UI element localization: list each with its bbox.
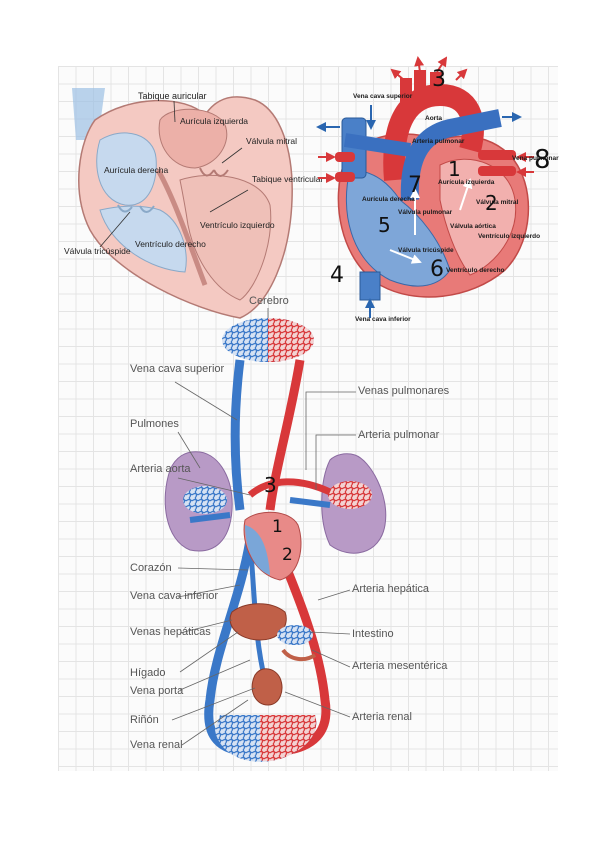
label-auricula-izquierda: Aurícula izquierda bbox=[180, 116, 248, 126]
label-c-vena-cava-superior: Vena cava superior bbox=[130, 363, 225, 375]
label-vena-cava-inferior: Vena cava inferior bbox=[355, 316, 411, 323]
intestine-capillaries bbox=[277, 625, 313, 645]
pulmonary-vein-1 bbox=[478, 150, 516, 160]
label-corazon: Corazón bbox=[130, 562, 172, 574]
inferior-vena-cava-shape bbox=[359, 271, 381, 301]
right-ventricle-shape bbox=[99, 205, 187, 273]
aorta-branch-3 bbox=[400, 78, 412, 102]
lower-capillaries-red bbox=[260, 715, 317, 762]
label-fd-ventriculo-izquierdo: Ventrículo izquierdo bbox=[478, 233, 540, 240]
label-intestino: Intestino bbox=[352, 628, 394, 640]
label-vena-porta: Vena porta bbox=[130, 685, 184, 697]
handwritten-7: 7 bbox=[408, 173, 422, 198]
label-fd-valvula-tricuspide: Válvula tricúspide bbox=[398, 247, 454, 254]
label-tabique-ventricular: Tabique ventricular bbox=[252, 174, 324, 184]
label-fd-auricula-izquierda: Aurícula izquierda bbox=[438, 179, 495, 186]
label-arteria-pulmonar: Arteria pulmonar bbox=[358, 429, 440, 441]
left-atrium-shape bbox=[158, 108, 228, 169]
handwritten-4: 4 bbox=[330, 263, 344, 288]
aorta-branch-1 bbox=[414, 70, 426, 98]
intestine-shape bbox=[281, 648, 317, 662]
left-lung-capillaries bbox=[183, 486, 227, 514]
handwritten-5: 5 bbox=[378, 213, 391, 237]
label-higado: Hígado bbox=[130, 667, 165, 679]
right-lung-capillaries bbox=[328, 481, 372, 509]
label-venas-hepaticas: Venas hepáticas bbox=[130, 626, 211, 638]
label-c-vena-cava-inferior: Vena cava inferior bbox=[130, 590, 218, 602]
kidney-shape bbox=[251, 668, 283, 706]
heart-cross-section: Tabique auricular Aurícula izquierda Vál… bbox=[64, 88, 324, 319]
label-fd-valvula-mitral: Válvula mitral bbox=[476, 199, 518, 206]
aorta-descending-vessel bbox=[270, 538, 331, 755]
label-auricula-derecha: Aurícula derecha bbox=[104, 165, 169, 175]
pulmonary-artery-right-vessel bbox=[289, 497, 331, 508]
pulmonary-vein-4 bbox=[335, 172, 355, 182]
label-cerebro: Cerebro bbox=[249, 295, 289, 307]
label-ventriculo-derecho: Ventrículo derecho bbox=[135, 239, 206, 249]
label-venas-pulmonares: Venas pulmonares bbox=[358, 385, 450, 397]
label-valvula-mitral: Válvula mitral bbox=[246, 136, 297, 146]
label-aorta: Aorta bbox=[425, 115, 442, 122]
label-arteria-hepatica: Arteria hepática bbox=[352, 583, 430, 595]
label-fd-auricula-derecha: Aurícula derecha bbox=[362, 196, 415, 203]
carotid-vessel bbox=[265, 359, 305, 511]
label-valvula-aortica: Válvula aórtica bbox=[450, 223, 496, 230]
handwritten-8: 8 bbox=[534, 145, 551, 175]
aortic-arch-vessel bbox=[247, 478, 332, 498]
label-valvula-pulmonar: Válvula pulmonar bbox=[398, 209, 453, 216]
label-vena-cava-superior: Vena cava superior bbox=[353, 93, 413, 100]
left-ventricle-shape bbox=[179, 174, 272, 301]
pulmonary-vein-3 bbox=[335, 152, 355, 162]
label-vena-renal: Vena renal bbox=[130, 739, 183, 751]
handwritten-1-top: 1 bbox=[448, 157, 461, 181]
pulmonary-artery-left-shape bbox=[343, 133, 412, 157]
label-valvula-tricuspide: Válvula tricúspide bbox=[64, 246, 131, 256]
handwritten-3: 3 bbox=[432, 67, 446, 92]
label-tabique-auricular: Tabique auricular bbox=[138, 91, 207, 101]
mitral-valve-shape bbox=[199, 167, 229, 177]
heart-right-side bbox=[245, 525, 270, 575]
handwritten-c-1: 1 bbox=[272, 517, 283, 537]
label-rinon: Riñón bbox=[130, 714, 159, 726]
left-chambers-shape bbox=[439, 158, 517, 276]
handwritten-c-2: 2 bbox=[282, 545, 293, 565]
right-chambers-shape bbox=[345, 169, 451, 287]
handwritten-2-top: 2 bbox=[485, 191, 498, 215]
brain-capillaries-red bbox=[268, 318, 314, 362]
pulmonary-artery-left-vessel bbox=[189, 512, 231, 523]
aorta-branch-2 bbox=[430, 72, 442, 98]
label-arteria-pulmonar: Arteria pulmonar bbox=[412, 138, 465, 145]
superior-vena-cava-vessel bbox=[230, 359, 245, 511]
label-vena-pulmonar: Vena pulmonar bbox=[512, 155, 559, 162]
circulation-section: Cerebro Vena cava superior Venas pulmona… bbox=[130, 295, 450, 762]
handwritten-c-3: 3 bbox=[264, 473, 277, 497]
pulmonary-artery-shape bbox=[400, 109, 502, 201]
septum-shape bbox=[155, 168, 208, 286]
label-pulmones: Pulmones bbox=[130, 418, 179, 430]
heart-flow-section: Vena cava superior Aorta Arteria pulmona… bbox=[316, 56, 559, 323]
handwritten-6: 6 bbox=[430, 257, 444, 282]
inferior-vena-cava-vessel bbox=[204, 539, 255, 755]
tricuspid-valve-shape bbox=[117, 204, 155, 213]
pulmonary-vein-2 bbox=[478, 166, 516, 176]
label-arteria-aorta: Arteria aorta bbox=[130, 463, 191, 475]
label-fd-ventriculo-derecho: Ventrículo derecho bbox=[446, 267, 505, 274]
label-arteria-mesenterica: Arteria mesentérica bbox=[352, 660, 448, 672]
label-ventriculo-izquierdo: Ventrículo izquierdo bbox=[200, 220, 275, 230]
right-atrium-shape bbox=[96, 132, 157, 206]
label-arteria-renal: Arteria renal bbox=[352, 711, 412, 723]
